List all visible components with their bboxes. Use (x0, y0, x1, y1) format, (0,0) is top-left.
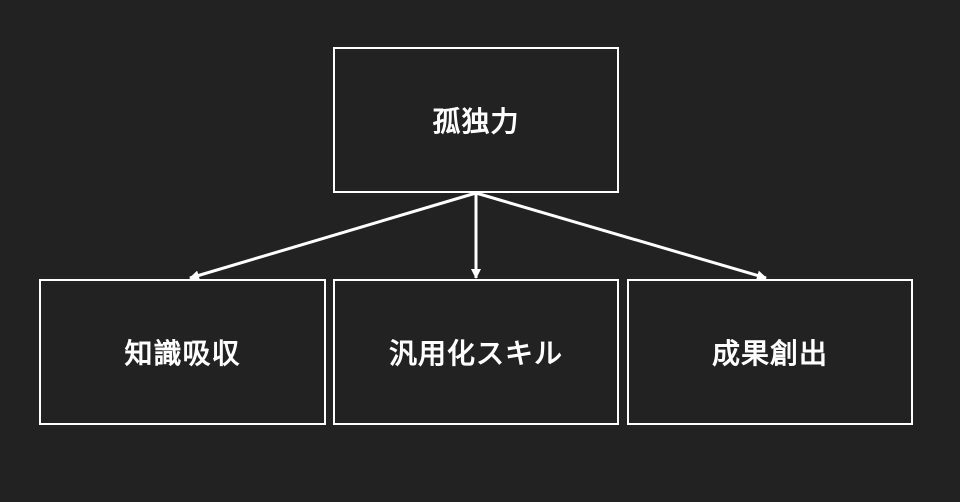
root-node-label: 孤独力 (432, 105, 520, 138)
root-node: 孤独力 (333, 47, 619, 193)
child-node-label: 汎用化スキル (388, 337, 563, 370)
child-node-label: 成果創出 (711, 337, 828, 370)
child-node-result-creation: 成果創出 (627, 279, 913, 425)
arrow-root-to-left (189, 191, 477, 281)
child-node-label: 知識吸収 (124, 337, 241, 370)
child-node-generalization-skill: 汎用化スキル (333, 279, 619, 425)
arrow-root-to-right (475, 191, 767, 281)
child-node-knowledge-absorption: 知識吸収 (39, 279, 326, 425)
